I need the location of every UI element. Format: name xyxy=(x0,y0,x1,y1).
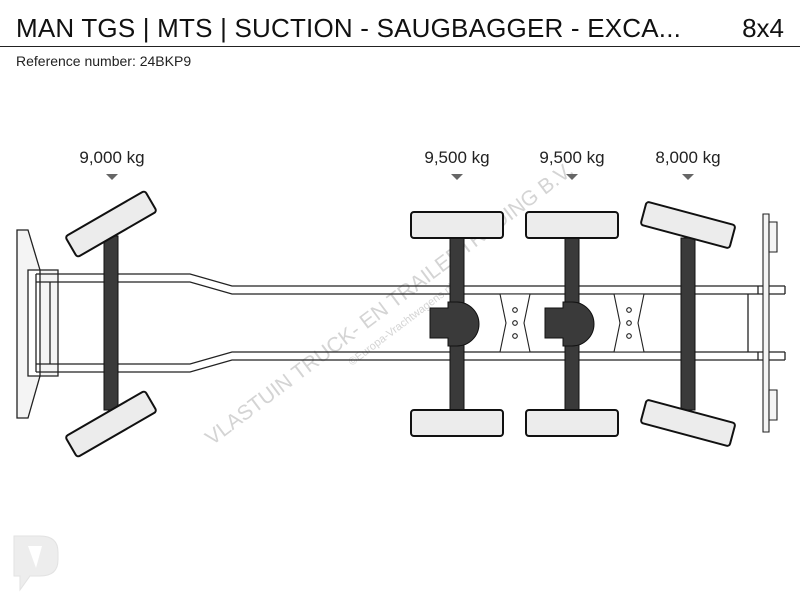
axle-3-differential xyxy=(544,301,595,347)
axle-3-weight: 9,500 kg xyxy=(539,148,604,167)
axle-3-tire-left xyxy=(525,211,619,239)
reference-number: Reference number: 24BKP9 xyxy=(16,53,192,69)
axle-1 xyxy=(65,190,157,458)
front-bumper xyxy=(16,229,59,419)
vehicle-title: MAN TGS | MTS | SUCTION - SAUGBAGGER - E… xyxy=(16,13,682,43)
axle-4-tire-right xyxy=(640,399,736,447)
axle-3 xyxy=(525,211,619,437)
axle-configuration: 8x4 xyxy=(742,13,784,43)
axle-1-tire-left xyxy=(65,190,157,258)
axle-4-marker-icon xyxy=(682,174,694,180)
axle-3-marker-icon xyxy=(566,174,578,180)
axle-weights: 9,000 kg 9,500 kg 9,500 kg 8,000 kg xyxy=(79,148,721,180)
header-bar: MAN TGS | MTS | SUCTION - SAUGBAGGER - E… xyxy=(0,0,800,47)
axle-1-marker-icon xyxy=(106,174,118,180)
axle-1-beam xyxy=(103,235,119,411)
axle-4-weight: 8,000 kg xyxy=(655,148,720,167)
axle-4-tire-left xyxy=(640,201,736,249)
brand-logo-icon xyxy=(13,535,59,592)
axle-4 xyxy=(640,201,736,447)
axle-3-tire-right xyxy=(525,409,619,437)
axle-2-differential xyxy=(429,301,480,347)
rear-brackets xyxy=(762,213,778,433)
axle-2-marker-icon xyxy=(451,174,463,180)
cross-members xyxy=(499,293,645,353)
axle-2-tire-right xyxy=(410,409,504,437)
axle-2 xyxy=(410,211,504,437)
axle-2-tire-left xyxy=(410,211,504,239)
axle-2-weight: 9,500 kg xyxy=(424,148,489,167)
axle-4-beam xyxy=(680,237,696,411)
axle-1-tire-right xyxy=(65,390,157,458)
axle-1-weight: 9,000 kg xyxy=(79,148,144,167)
